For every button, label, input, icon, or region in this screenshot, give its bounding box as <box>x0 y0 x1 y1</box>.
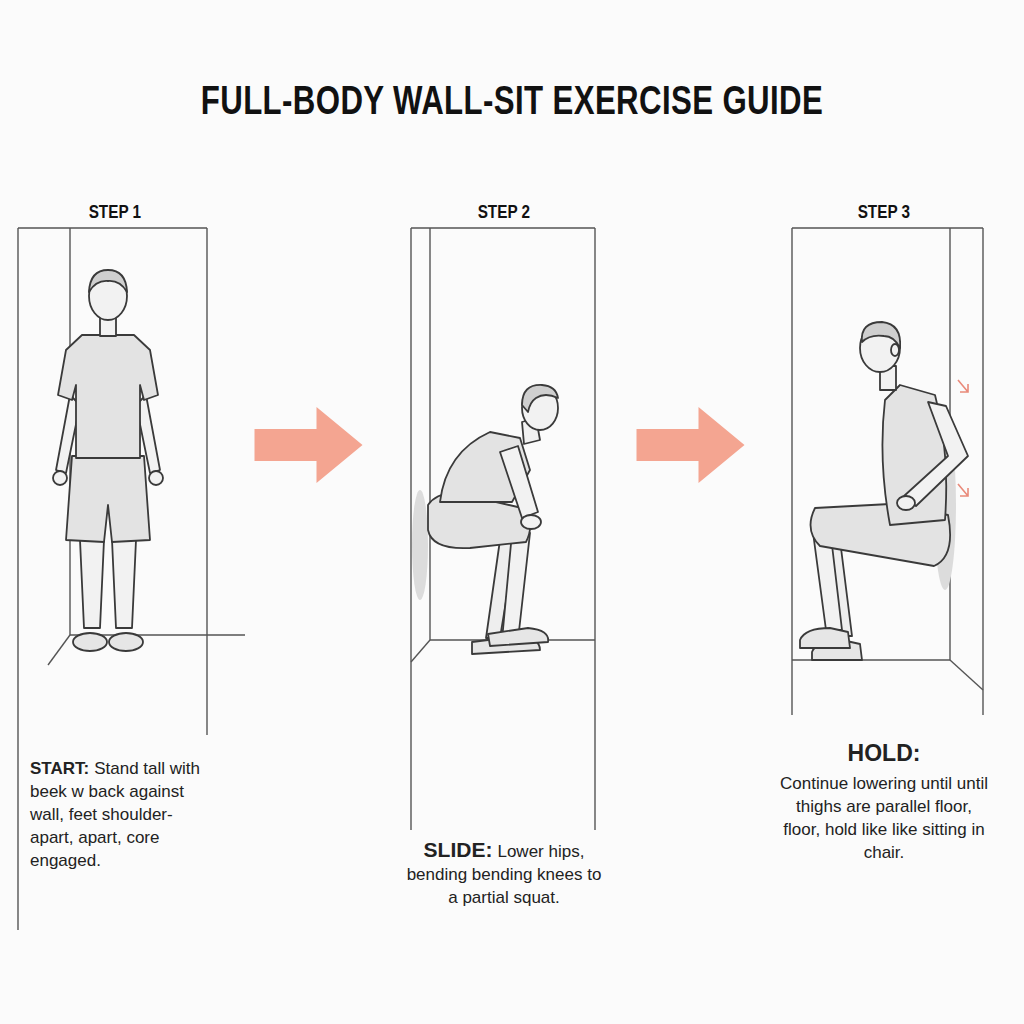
pressure-arrows <box>958 380 968 496</box>
step-panel: STEP 3 HOLD: Continue lowering until until… <box>778 196 990 871</box>
step-heading: SLIDE: <box>424 838 493 861</box>
title-text: FULL-BODY WALL-SIT EXERCISE GUIDE <box>201 78 823 123</box>
step-label-row: STEP 1 <box>18 202 212 223</box>
holding-figure <box>800 322 968 660</box>
step-panel: STEP 2 SLIDE:Lower hips, bending bending … <box>405 196 603 916</box>
step-label-row: STEP 3 <box>778 202 990 223</box>
flow-arrow <box>255 407 363 483</box>
step-instruction: Continue lowering until until thighs are… <box>780 774 988 862</box>
step-label: STEP 3 <box>858 202 910 223</box>
step-caption: HOLD: Continue lowering until until thigh… <box>778 738 990 865</box>
flow-arrow <box>637 407 745 483</box>
standing-figure <box>53 270 163 651</box>
step-label-row: STEP 2 <box>405 202 603 223</box>
step-label: STEP 1 <box>89 202 141 223</box>
step-caption: SLIDE:Lower hips, bending bending knees … <box>405 836 603 910</box>
step-panel: STEP 1 START:Stand tall with beek w back … <box>18 196 212 879</box>
sliding-figure <box>412 385 558 654</box>
step-caption: START:Stand tall with beek w back agains… <box>30 758 210 873</box>
step-heading: START: <box>30 759 89 778</box>
step-heading: HOLD: <box>778 738 990 769</box>
title-row: FULL-BODY WALL-SIT EXERCISE GUIDE <box>0 78 1024 123</box>
step-label: STEP 2 <box>478 202 530 223</box>
